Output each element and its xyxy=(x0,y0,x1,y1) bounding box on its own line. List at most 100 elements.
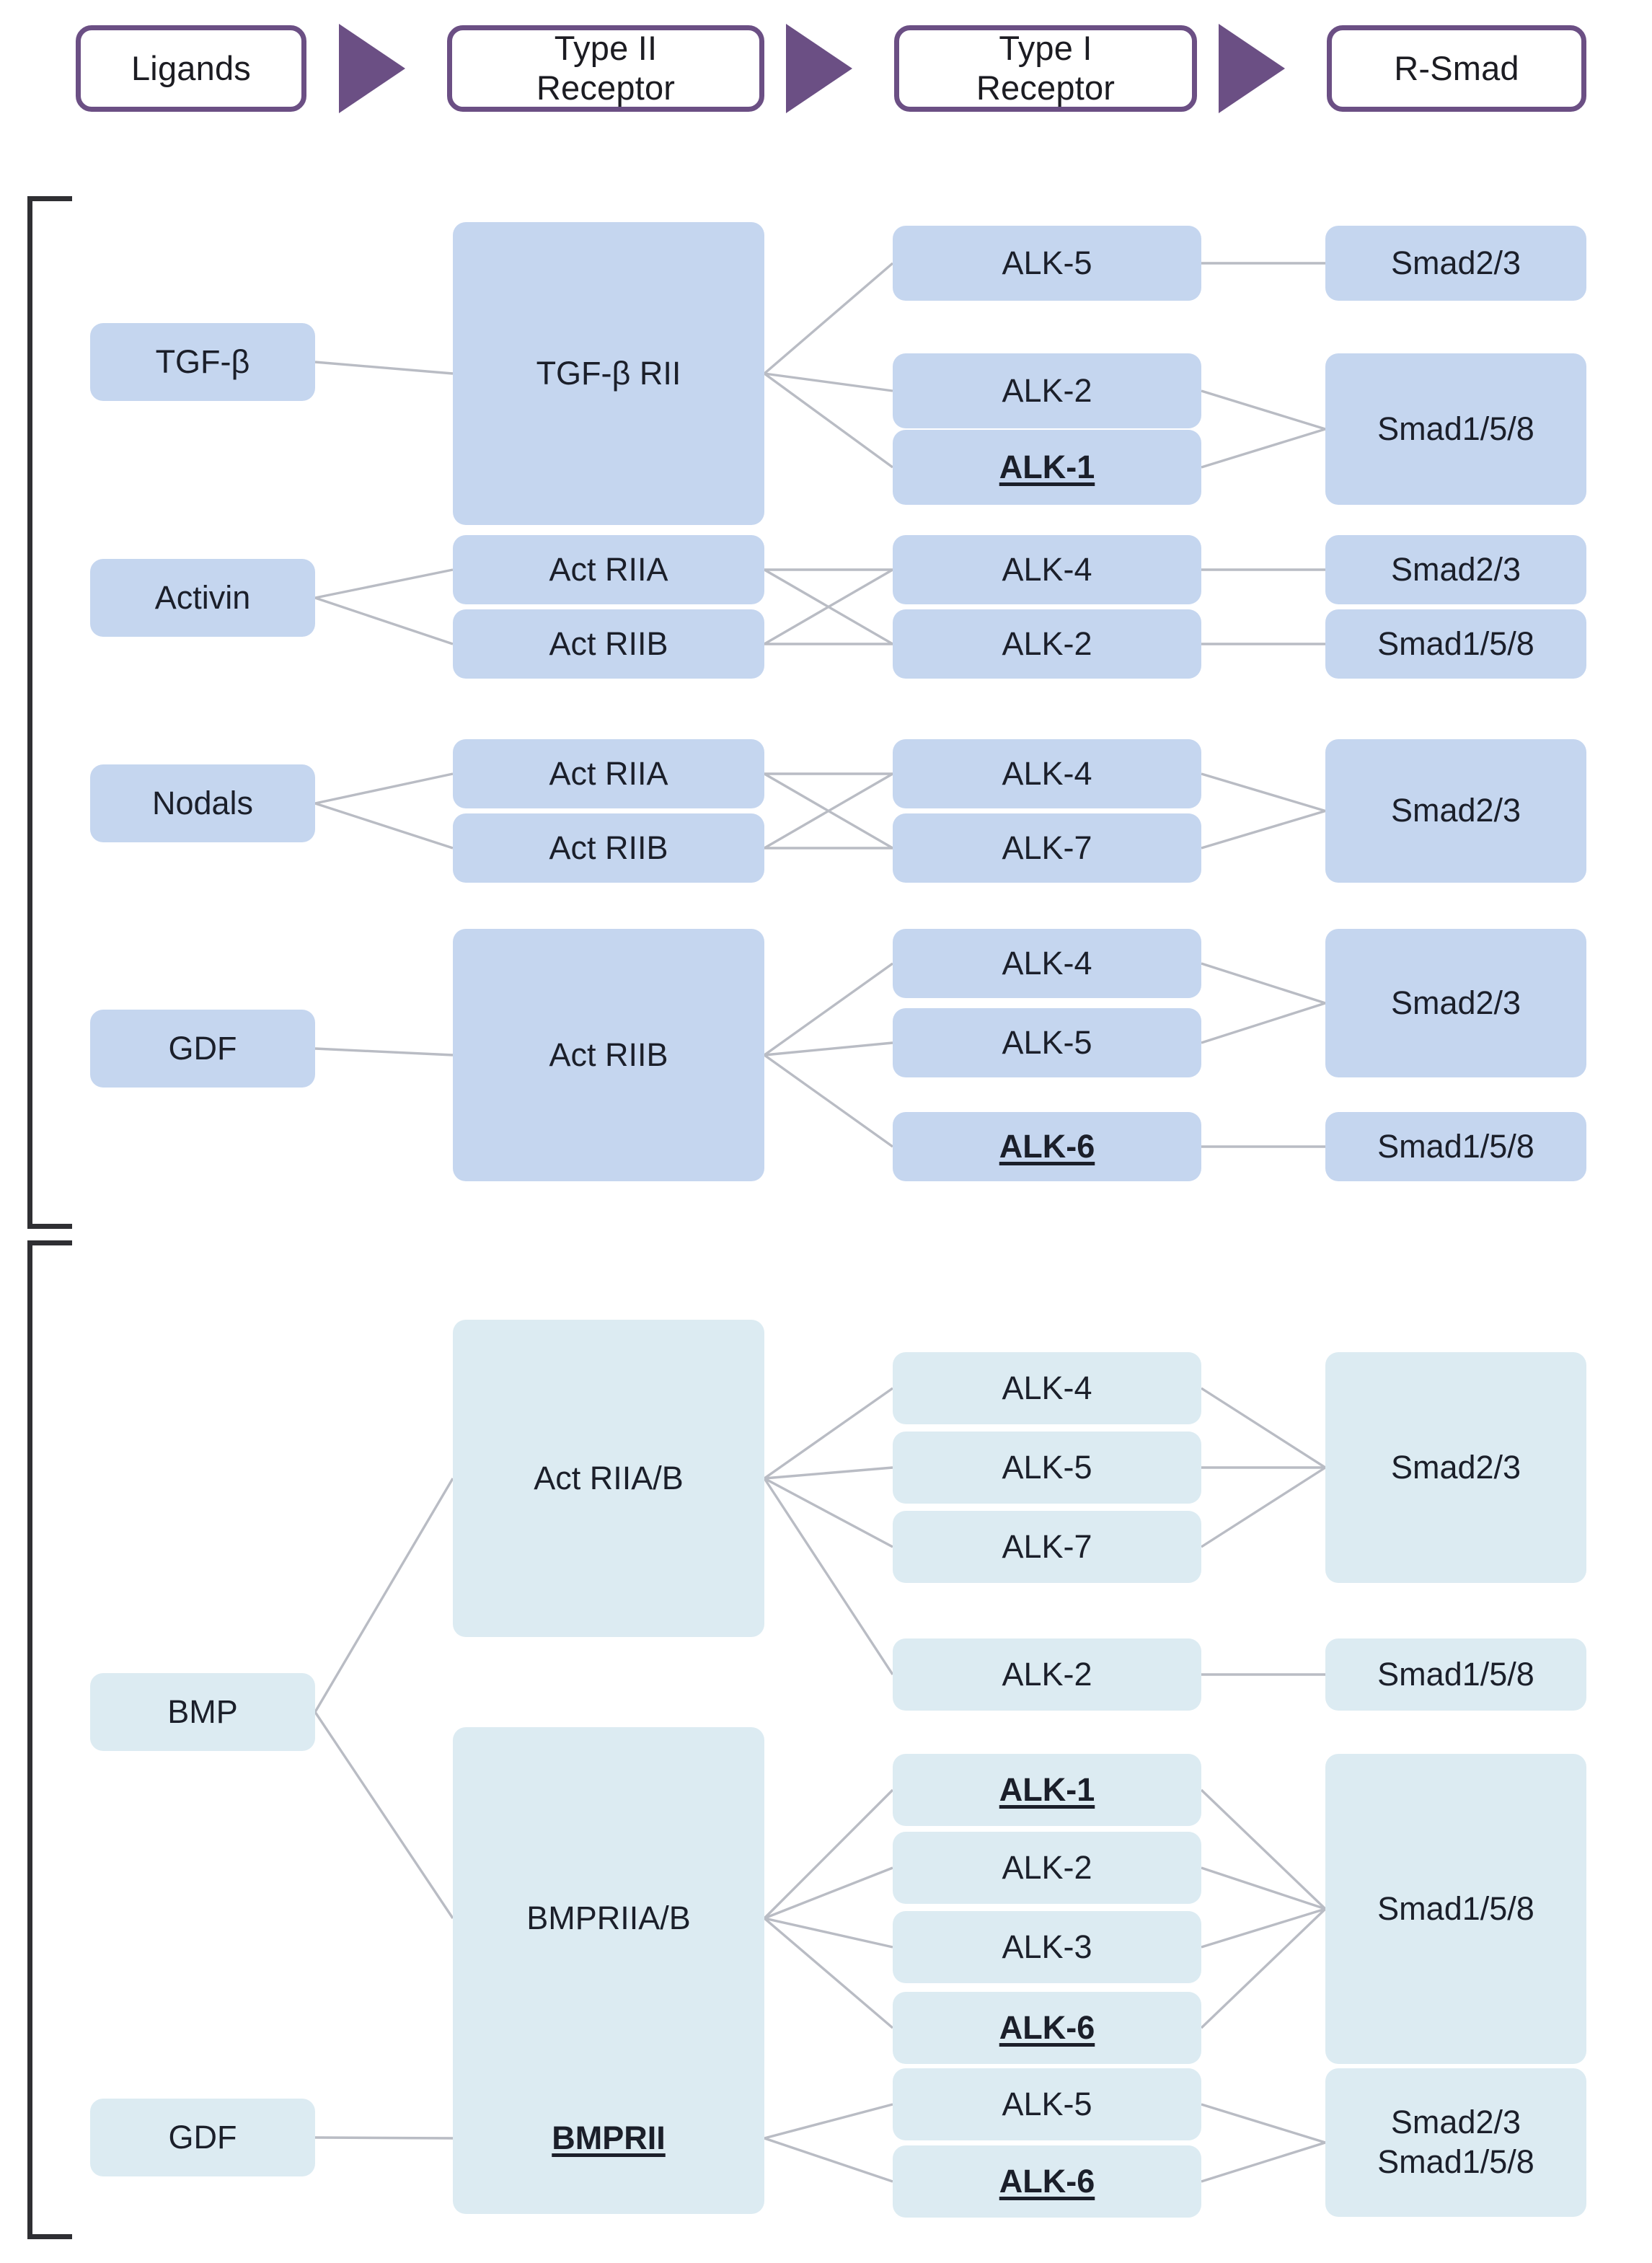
node-s-smad23e: Smad2/3 xyxy=(1325,1352,1586,1583)
node-label: ALK-5 xyxy=(1002,2085,1092,2122)
node-r2-actriia-b: Act RIIA xyxy=(453,535,764,604)
node-r2-actriia-c: Act RIIA xyxy=(453,739,764,808)
link-r1-alk6g-to-s-smad-both xyxy=(1201,2141,1326,2183)
node-s-smad23c: Smad2/3 xyxy=(1325,739,1586,883)
link-l-nodals-to-r2-actriia-c xyxy=(314,772,454,805)
node-label: ALK-5 xyxy=(1002,1448,1092,1486)
node-label: ALK-7 xyxy=(1002,829,1092,866)
link-r2-bmpriiab-to-r1-alk1f xyxy=(763,1788,894,1920)
node-r2-actriib-b: Act RIIB xyxy=(453,609,764,679)
node-label: GDF xyxy=(168,1029,237,1067)
node-label: ALK-1 xyxy=(999,448,1095,485)
header-column-label: Ligands xyxy=(131,48,252,87)
node-s-smad23b: Smad2/3 xyxy=(1325,535,1586,604)
link-r1-alk4d-to-s-smad23d xyxy=(1201,962,1326,1005)
node-r1-alk4b: ALK-4 xyxy=(893,535,1201,604)
node-r1-alk5a: ALK-5 xyxy=(893,226,1201,301)
node-label: Smad2/3 xyxy=(1390,792,1521,829)
link-r2-tgfbrii-to-r1-alk2a xyxy=(764,372,893,392)
node-r1-alk5e: ALK-5 xyxy=(893,1432,1201,1504)
link-r1-alk1a-to-s-smad158a xyxy=(1201,428,1326,469)
link-r2-actriib-c-to-r1-alk4c xyxy=(764,772,893,850)
header-column-3: Type I Receptor xyxy=(894,25,1197,112)
link-r1-alk5d-to-s-smad23d xyxy=(1201,1002,1326,1044)
link-r2-actriib-b-to-r1-alk4b xyxy=(764,568,893,645)
node-label: Smad1/5/8 xyxy=(1377,1889,1534,1927)
node-r1-alk6d: ALK-6 xyxy=(893,1112,1201,1181)
node-s-smad158e: Smad1/5/8 xyxy=(1325,1638,1586,1711)
node-label: Smad1/5/8 xyxy=(1377,1127,1534,1165)
node-label: TGF-β RII xyxy=(536,354,681,392)
node-label: ALK-4 xyxy=(1002,754,1092,792)
link-r1-alk7c-to-s-smad23c xyxy=(1201,809,1326,850)
node-label: Smad2/3 xyxy=(1390,1448,1521,1486)
node-label: Act RIIA xyxy=(549,550,668,588)
node-r1-alk2b: ALK-2 xyxy=(893,609,1201,679)
link-r2-tgfbrii-to-r1-alk5a xyxy=(763,262,894,375)
node-r1-alk5d: ALK-5 xyxy=(893,1008,1201,1077)
node-label: ALK-5 xyxy=(1002,244,1092,281)
node-r1-alk7e: ALK-7 xyxy=(893,1511,1201,1583)
link-r2-tgfbrii-to-r1-alk1a xyxy=(763,372,894,469)
link-r1-alk2f-to-s-smad158f xyxy=(1201,1866,1326,1910)
node-r1-alk1a: ALK-1 xyxy=(893,430,1201,505)
node-r2-bmpriiab: BMPRIIA/B xyxy=(453,1727,764,2109)
node-r1-alk5g: ALK-5 xyxy=(893,2068,1201,2140)
node-label: BMPRIIA/B xyxy=(526,1899,691,1936)
link-r1-alk4e-to-s-smad23e xyxy=(1201,1387,1326,1469)
link-l-bmp-to-r2-actriiab xyxy=(314,1478,454,1713)
node-label: ALK-4 xyxy=(1002,550,1092,588)
node-r1-alk6g: ALK-6 xyxy=(893,2145,1201,2218)
node-label: ALK-6 xyxy=(999,2008,1095,2046)
node-label: BMP xyxy=(167,1693,238,1730)
link-r2-actriib-d-to-r1-alk5d xyxy=(764,1041,893,1056)
node-l-gdf2: GDF xyxy=(90,2099,315,2176)
arrow-ligands-to-type2 xyxy=(339,24,405,113)
link-r2-actriiab-to-r1-alk5e xyxy=(764,1466,893,1480)
header-column-1: Ligands xyxy=(76,25,306,112)
link-r1-alk5g-to-s-smad-both xyxy=(1201,2103,1326,2144)
node-r1-alk1f: ALK-1 xyxy=(893,1754,1201,1826)
node-label: Smad2/3 xyxy=(1390,244,1521,281)
node-l-bmp: BMP xyxy=(90,1673,315,1751)
link-r2-bmpriiab-to-r1-alk3f xyxy=(764,1917,893,1949)
node-label: Act RIIB xyxy=(549,829,668,866)
link-r2-bmprii-to-r1-alk5g xyxy=(764,2103,893,2140)
link-l-tgfb-to-r2-tgfbrii xyxy=(314,361,454,375)
node-r1-alk2f: ALK-2 xyxy=(893,1832,1201,1904)
node-r1-alk2a: ALK-2 xyxy=(893,353,1201,428)
node-r2-bmprii: BMPRII xyxy=(453,2063,764,2214)
node-label: ALK-1 xyxy=(999,1770,1095,1808)
node-label: ALK-4 xyxy=(1002,944,1092,981)
node-r2-actriib-c: Act RIIB xyxy=(453,813,764,883)
node-label: ALK-7 xyxy=(1002,1527,1092,1565)
node-label: Smad1/5/8 xyxy=(1377,625,1534,662)
node-l-nodals: Nodals xyxy=(90,764,315,842)
header-column-label: Type I Receptor xyxy=(976,29,1116,107)
node-label: ALK-5 xyxy=(1002,1023,1092,1061)
link-r2-bmprii-to-r1-alk6g xyxy=(764,2137,893,2183)
link-r2-bmpriiab-to-r1-alk2f xyxy=(764,1866,893,1920)
node-label: Nodals xyxy=(151,784,254,821)
node-label: ALK-2 xyxy=(1002,1655,1092,1693)
node-s-smad23d: Smad2/3 xyxy=(1325,929,1586,1077)
arrow-type1-to-rsmad xyxy=(1219,24,1285,113)
bracket-group-1 xyxy=(27,196,72,1229)
arrow-type2-to-type1 xyxy=(786,24,852,113)
node-r1-alk3f: ALK-3 xyxy=(893,1911,1201,1983)
node-r2-actriiab: Act RIIA/B xyxy=(453,1320,764,1637)
link-r1-alk6f-to-s-smad158f xyxy=(1200,1907,1327,2029)
header-column-2: Type II Receptor xyxy=(447,25,764,112)
node-label: Act RIIA/B xyxy=(534,1459,684,1496)
node-r1-alk4e: ALK-4 xyxy=(893,1352,1201,1424)
link-r1-alk4c-to-s-smad23c xyxy=(1201,772,1326,813)
node-label: Smad1/5/8 xyxy=(1377,1655,1534,1693)
header-column-4: R-Smad xyxy=(1327,25,1586,112)
link-l-nodals-to-r2-actriib-c xyxy=(314,802,454,850)
link-r2-actriiab-to-r1-alk4e xyxy=(764,1387,893,1480)
node-r1-alk4d: ALK-4 xyxy=(893,929,1201,998)
link-l-bmp-to-r2-bmpriiab xyxy=(314,1711,454,1919)
node-s-smad158a: Smad1/5/8 xyxy=(1325,353,1586,505)
